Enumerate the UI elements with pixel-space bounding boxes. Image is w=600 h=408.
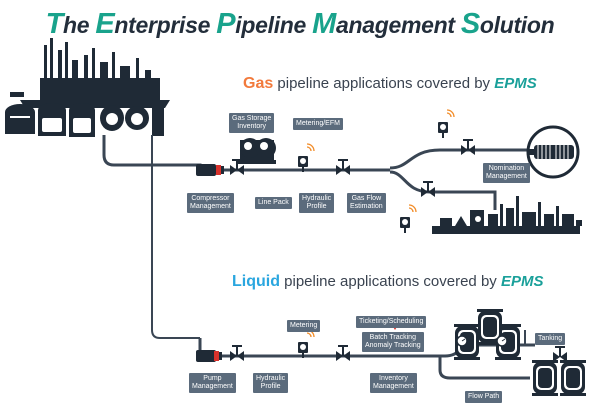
label-line-pack: Line Pack [255, 197, 292, 209]
gas-section-heading: Gas pipeline applications covered by EPM… [243, 75, 537, 93]
title-letter: P [216, 8, 236, 40]
label-metering-efm: Metering/EFM [293, 118, 343, 130]
meter-icon [400, 217, 410, 233]
label-gas-storage-inventory: Gas Storage Inventory [229, 113, 275, 133]
valve-icon [553, 346, 567, 362]
compressor-icon [196, 164, 224, 176]
pump-icon [196, 350, 222, 362]
valve-icon [230, 345, 244, 361]
gauge-icon [496, 335, 508, 347]
valve-icon [336, 159, 350, 175]
title-letter: T [45, 8, 64, 40]
label-flow-path: Flow Path [465, 391, 503, 403]
valve-icon [336, 345, 350, 361]
title-part: nterprise [114, 12, 217, 38]
tank-icon [560, 360, 586, 396]
signal-icon [306, 143, 315, 152]
signal-icon [446, 109, 455, 118]
valve-icon [421, 181, 435, 197]
gas-storage-icon [238, 138, 276, 164]
gas-heading-text: pipeline applications covered by [273, 75, 495, 92]
gas-keyword: Gas [243, 75, 274, 92]
signal-icon [408, 204, 417, 213]
tank-icon [532, 360, 558, 396]
valve-icon [461, 139, 475, 155]
label-pump-management: Pump Management [189, 373, 236, 393]
label-tanking: Tanking [535, 333, 566, 345]
title-part: he [63, 12, 96, 38]
meter-icon [438, 122, 448, 138]
label-compressor-management: Compressor Management [187, 193, 234, 213]
gauge-icon [456, 335, 468, 347]
liquid-epms: EPMS [500, 273, 544, 290]
factory-icon [432, 196, 582, 234]
turbine-icon [526, 125, 580, 179]
label-hydraulic-profile: Hydraulic Profile [299, 193, 335, 213]
page-title: The Enterprise Pipeline Management Solut… [0, 8, 600, 41]
title-letter: M [312, 8, 336, 40]
trunk-pipe [102, 135, 200, 339]
label-nomination-management: Nomination Management [483, 163, 530, 183]
label-liquid-hydraulic-profile: Hydraulic Profile [253, 373, 289, 393]
liquid-keyword: Liquid [232, 273, 280, 290]
label-gas-flow-estimation: Gas Flow Estimation [347, 193, 386, 213]
title-letter: E [95, 8, 115, 40]
title-part: ipeline [235, 12, 313, 38]
title-part: anagement [335, 12, 461, 38]
liquid-section-heading: Liquid pipeline applications covered by … [232, 273, 543, 291]
label-metering: Metering [287, 320, 321, 332]
title-part: olution [479, 12, 555, 38]
label-inventory-management: Inventory Management [370, 373, 417, 393]
label-ticketing-scheduling: Ticketing/Scheduling [356, 316, 427, 328]
label-batch-anomaly-tracking: Batch Tracking Anomaly Tracking [362, 332, 424, 352]
gas-epms: EPMS [494, 75, 537, 92]
title-letter: S [460, 8, 480, 40]
liquid-heading-text: pipeline applications covered by [279, 273, 501, 290]
